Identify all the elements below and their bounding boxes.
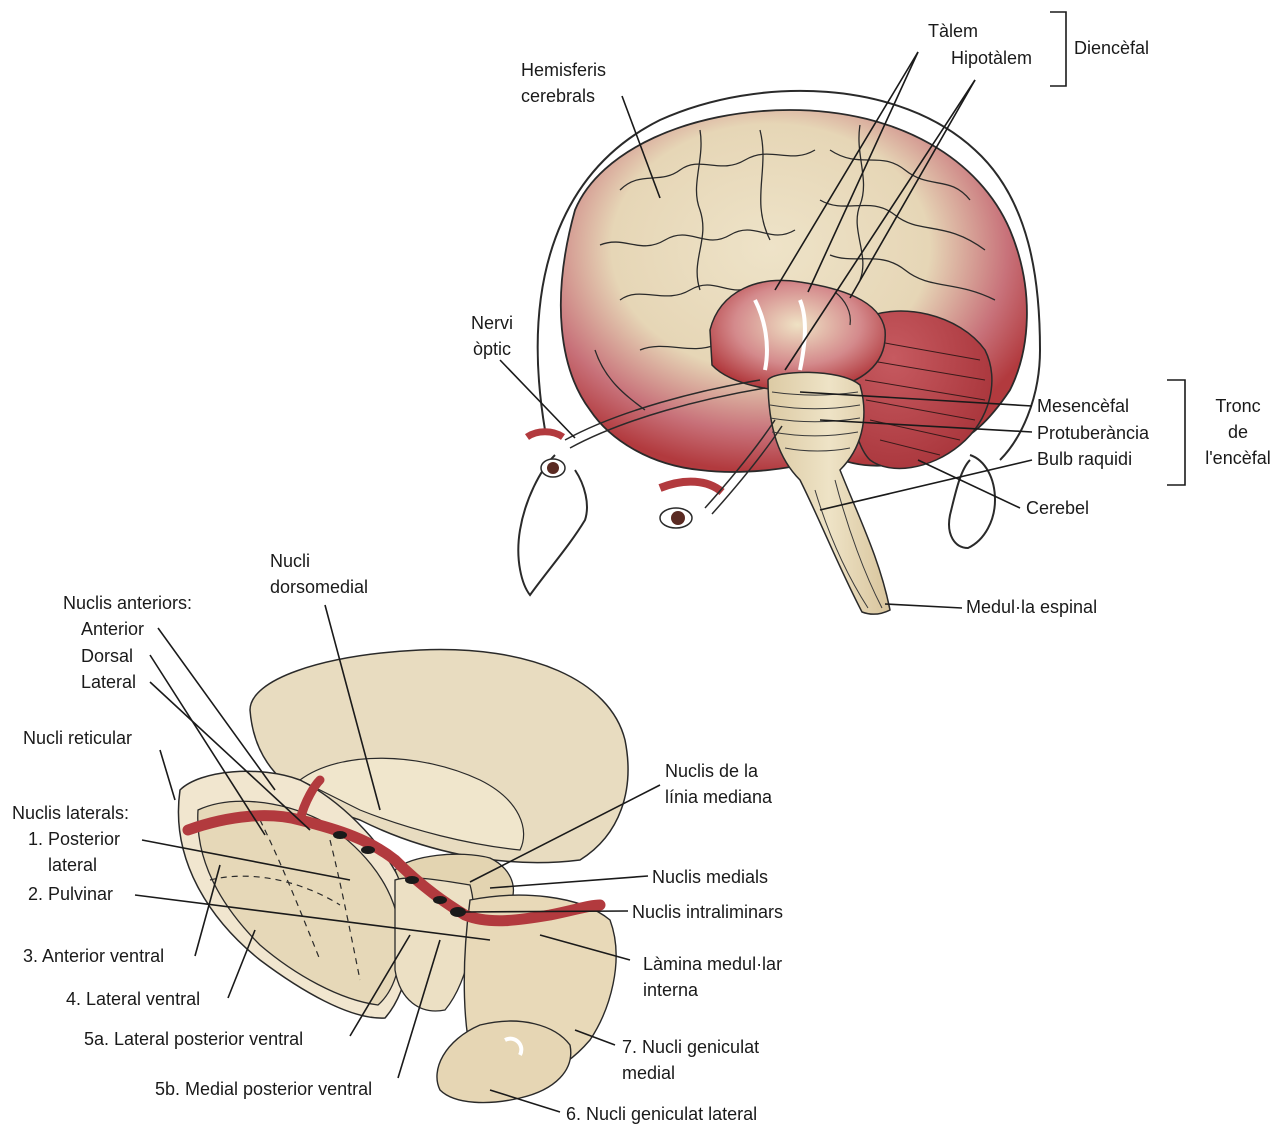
- eye-right: [660, 482, 722, 528]
- bracket-tronc: [1167, 380, 1185, 485]
- label-nucli-dorsomedial: Nucli dorsomedial: [270, 548, 368, 600]
- label-tronc: Tronc de l'encèfal: [1190, 393, 1286, 471]
- label-mesencefal: Mesencèfal: [1037, 393, 1129, 419]
- label-lateral: Lateral: [81, 669, 136, 695]
- label-pulvinar: 2. Pulvinar: [28, 881, 113, 907]
- label-posterior-lateral: 1. Posterior lateral: [28, 826, 120, 878]
- label-protuberancia: Protuberància: [1037, 420, 1149, 446]
- label-medial-posterior-ventral: 5b. Medial posterior ventral: [155, 1076, 372, 1102]
- leader-nuclis-medials: [490, 876, 648, 888]
- label-anterior: Anterior: [81, 616, 144, 642]
- geniculate-lateral: [437, 1021, 571, 1102]
- label-nuclis-anteriors: Nuclis anteriors:: [63, 590, 192, 616]
- label-cerebel: Cerebel: [1026, 495, 1089, 521]
- leader-intraliminars: [462, 911, 628, 912]
- label-intraliminars: Nuclis intraliminars: [632, 899, 783, 925]
- leader-medulla: [885, 604, 962, 608]
- label-talem: Tàlem: [928, 18, 978, 44]
- label-nucli-reticular: Nucli reticular: [23, 725, 132, 751]
- label-lamina: Làmina medul·lar interna: [643, 951, 782, 1003]
- label-hipotalem: Hipotàlem: [951, 45, 1032, 71]
- label-geniculat-lateral: 6. Nucli geniculat lateral: [566, 1101, 757, 1127]
- eye-left: [527, 432, 565, 477]
- label-medulla: Medul·la espinal: [966, 594, 1097, 620]
- label-lateral-posterior-ventral: 5a. Lateral posterior ventral: [84, 1026, 303, 1052]
- leader-bulb: [820, 460, 1032, 510]
- label-nuclis-medials: Nuclis medials: [652, 864, 768, 890]
- label-lateral-ventral: 4. Lateral ventral: [66, 986, 200, 1012]
- label-anterior-ventral: 3. Anterior ventral: [23, 943, 164, 969]
- label-bulb: Bulb raquidi: [1037, 446, 1132, 472]
- bracket-diencefal: [1050, 12, 1066, 86]
- leader-reticular: [160, 750, 175, 800]
- label-geniculat-medial: 7. Nucli geniculat medial: [622, 1034, 759, 1086]
- label-nervi-optic: Nervi òptic: [460, 310, 524, 362]
- label-dorsal: Dorsal: [81, 643, 133, 669]
- label-hemisferis: Hemisferis cerebrals: [521, 57, 606, 109]
- label-nuclis-laterals: Nuclis laterals:: [12, 800, 129, 826]
- label-linia-mediana: Nuclis de la línia mediana: [665, 758, 772, 810]
- label-diencefal: Diencèfal: [1074, 35, 1149, 61]
